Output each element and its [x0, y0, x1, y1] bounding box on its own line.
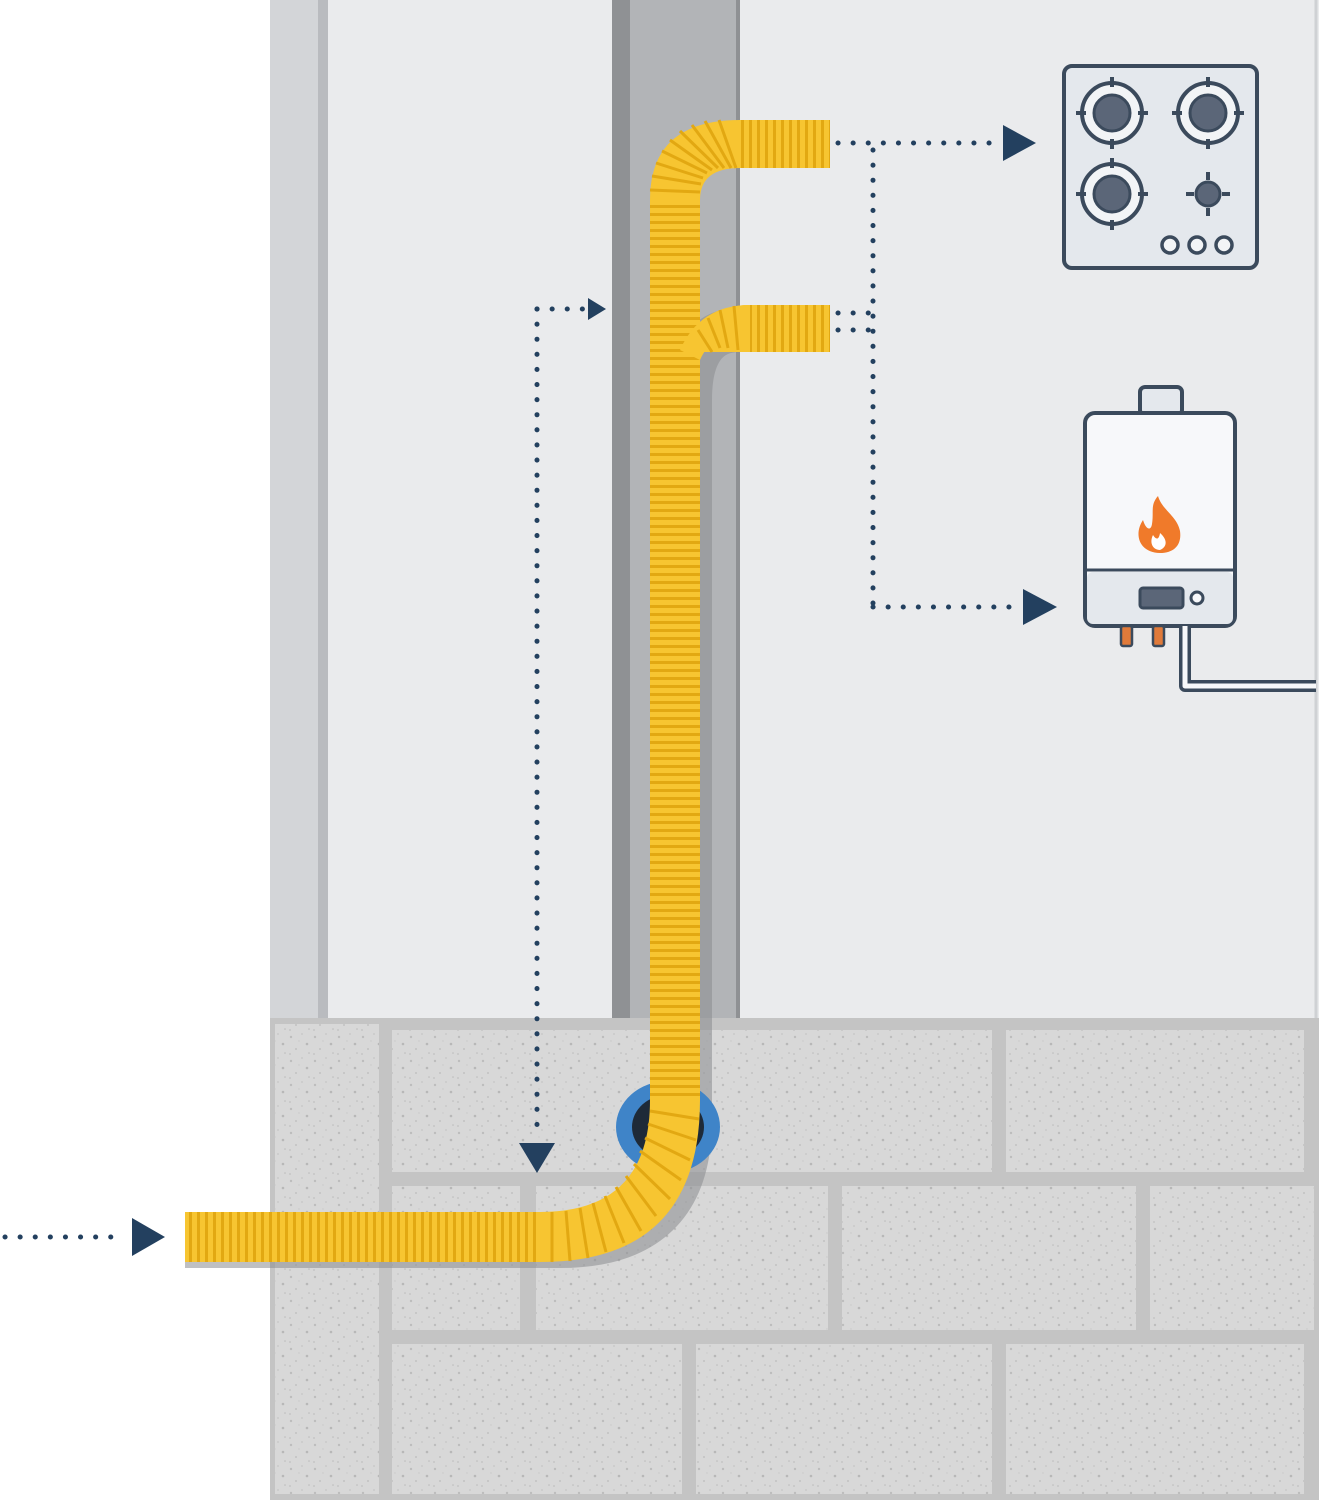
block [696, 1344, 992, 1494]
callout-lines [2, 140, 1018, 1240]
flexible-gas-pipe [185, 119, 830, 1262]
gas-cooktop-icon [1062, 64, 1259, 270]
inlet-arrow-icon [132, 1218, 165, 1256]
pipe-branch-cooktop [740, 120, 830, 168]
flue-collar [1138, 385, 1184, 417]
block [1006, 1030, 1304, 1172]
burner [1076, 77, 1148, 149]
block [392, 1344, 682, 1494]
burner [1186, 172, 1230, 216]
pipe-inlet-run [185, 1212, 540, 1262]
burner [1076, 158, 1148, 230]
block [1006, 1344, 1304, 1494]
water-heater-arrow-icon [1023, 589, 1057, 625]
control-knobs [1160, 235, 1234, 255]
boiler-connector [1119, 624, 1134, 648]
pipe-branch-water-heater [750, 305, 830, 352]
block [842, 1186, 1136, 1330]
riser-bottom-arrow-icon [519, 1143, 555, 1173]
arrowheads [132, 125, 1057, 1256]
boiler-connector [1151, 624, 1166, 648]
burner [1172, 77, 1244, 149]
riser-top-arrow-icon [588, 298, 606, 320]
boiler-knob [1189, 590, 1205, 606]
block [1150, 1186, 1314, 1330]
cooktop-arrow-icon [1003, 125, 1036, 161]
wall-boiler-icon [1083, 385, 1316, 692]
flame-icon [1138, 496, 1181, 553]
boiler-display [1138, 586, 1185, 610]
